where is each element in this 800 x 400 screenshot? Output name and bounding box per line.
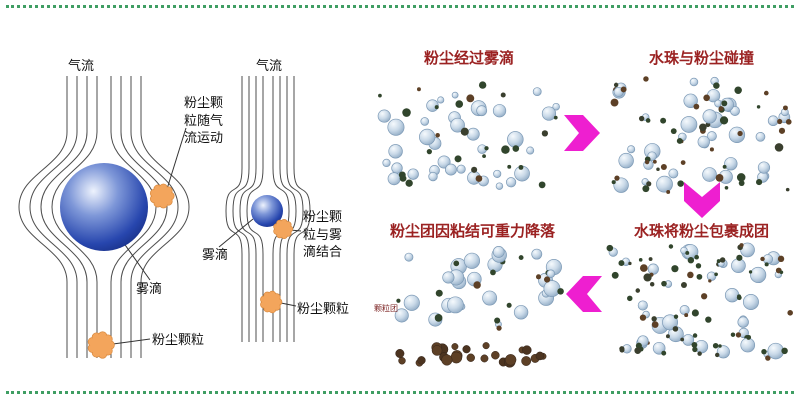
particle-field-wrapped bbox=[606, 242, 793, 361]
panel-title-collision: 水珠与粉尘碰撞 bbox=[648, 50, 754, 67]
particle-field-collision bbox=[610, 76, 792, 194]
panel-title-wrapped: 水珠将粉尘包裹成团 bbox=[633, 223, 769, 240]
panel-title-dust-through-mist: 粉尘经过雾滴 bbox=[423, 50, 514, 67]
mist-droplet-small bbox=[251, 195, 283, 227]
airflow-label-2: 气流 bbox=[256, 58, 283, 73]
dust-particle-blobs bbox=[87, 183, 294, 359]
dust-motion-label: 粉尘颗粒随气流运动 bbox=[184, 95, 224, 146]
arrow-down-icon bbox=[684, 182, 720, 218]
arrow-right-icon bbox=[564, 115, 600, 151]
dust-label-2: 粉尘颗粒 bbox=[297, 301, 350, 316]
bottom-dotted-border bbox=[6, 391, 794, 394]
panel-title-settling: 粉尘团因粘结可重力降落 bbox=[389, 223, 555, 240]
top-dotted-border bbox=[6, 5, 794, 8]
cluster-label: 颗粒团 bbox=[374, 304, 398, 313]
arrow-left-icon bbox=[566, 276, 602, 312]
streamlines-small-diagram bbox=[225, 76, 311, 342]
mist-label-2: 雾滴 bbox=[202, 247, 229, 262]
combine-label: 粉尘颗粒与雾滴结合 bbox=[303, 209, 343, 260]
mist-label-1: 雾滴 bbox=[136, 281, 163, 296]
particle-field-dust-through-mist bbox=[377, 81, 560, 190]
particle-field-settling bbox=[394, 246, 564, 368]
dust-label-1: 粉尘颗粒 bbox=[152, 332, 205, 347]
mist-droplet-large bbox=[60, 163, 148, 251]
airflow-label-1: 气流 bbox=[68, 58, 95, 73]
